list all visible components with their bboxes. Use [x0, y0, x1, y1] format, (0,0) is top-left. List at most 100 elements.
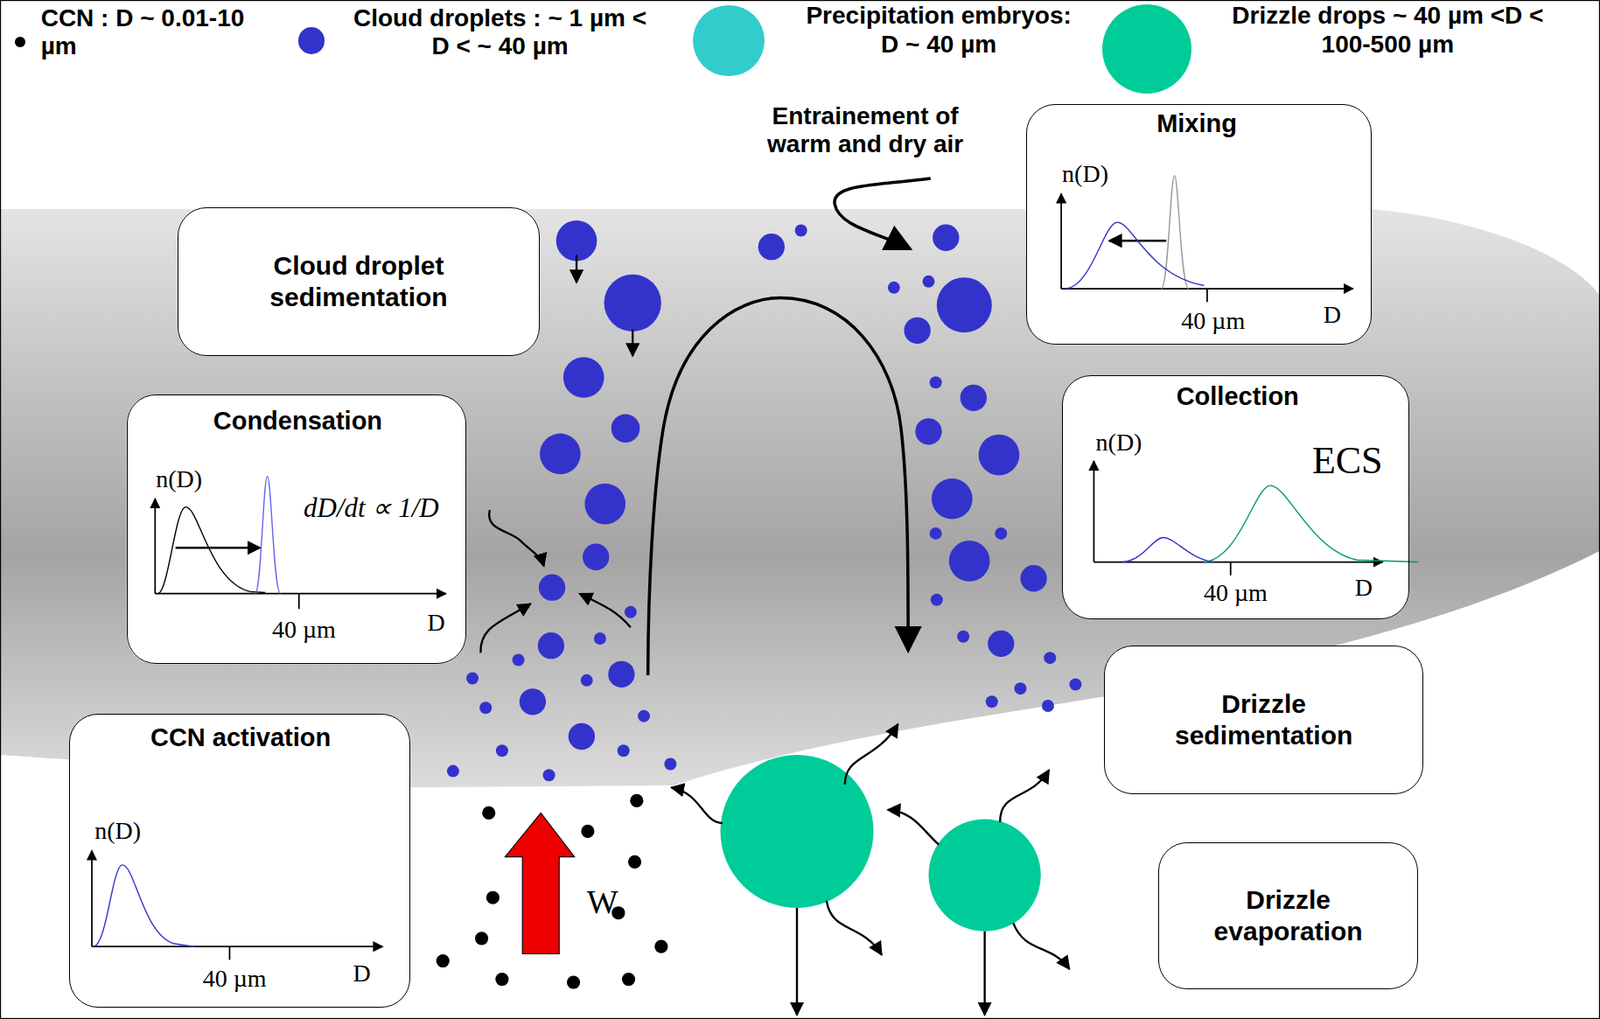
cloud-droplet: [929, 527, 943, 540]
axis-label: D: [1355, 573, 1373, 602]
legend-swatch: [1102, 4, 1193, 95]
cloud-droplet: [537, 632, 565, 659]
drizzle-drops: [720, 754, 1042, 932]
legend-text: Precipitation embryos: D ~ 40 µm: [798, 1, 1079, 58]
ccn-particle: [436, 954, 450, 968]
cloud-droplet: [663, 757, 677, 770]
cloud-droplet: [512, 654, 525, 667]
ccn-particle: [495, 972, 509, 986]
ccn-particle: [482, 806, 496, 820]
cloud-droplet: [903, 317, 930, 344]
ccn-particle: [654, 940, 668, 954]
cloud-droplet: [949, 540, 991, 582]
axis-label: D: [352, 959, 371, 988]
cloud-droplet: [580, 674, 594, 687]
cloud-droplet: [637, 710, 650, 723]
cloud-droplet: [994, 527, 1007, 540]
tick-label: 40 µm: [1180, 307, 1245, 336]
tick-label: 40 µm: [1203, 579, 1268, 608]
panel-heading: Condensation: [213, 406, 383, 436]
ccn-particle: [628, 855, 642, 869]
process-label: Drizzle sedimentation: [1162, 688, 1366, 752]
process-box: CCN activation n(D) 40 µm D: [69, 713, 411, 1008]
cloud-droplet: [611, 413, 641, 443]
process-box: Mixing n(D) 40 µm D: [1026, 104, 1371, 345]
cloud-droplet: [887, 281, 901, 294]
cloud-droplet: [985, 695, 999, 708]
cloud-droplet: [929, 376, 943, 389]
panel-heading: CCN activation: [150, 723, 331, 753]
ccn-particle: [486, 891, 500, 905]
cloud-droplet: [795, 224, 808, 238]
ccn-particle: [621, 972, 636, 986]
process-box: Collection n(D) ECS 40 µm D: [1062, 375, 1410, 620]
cloud-droplet: [978, 434, 1021, 476]
graph-axes: [91, 194, 1384, 961]
cloud-droplet: [617, 744, 630, 757]
process-box: Drizzle sedimentation: [1103, 645, 1424, 795]
cloud-droplet: [922, 275, 935, 288]
axis-label: n(D): [1096, 428, 1143, 457]
tick-label: 40 µm: [202, 964, 267, 993]
ecs-label: ECS: [1312, 439, 1384, 484]
process-label: Drizzle evaporation: [1201, 884, 1377, 948]
cloud-droplet: [1068, 678, 1082, 692]
cloud-droplet: [624, 606, 637, 619]
ccn-particle: [475, 931, 489, 945]
ccn-particle: [580, 824, 594, 839]
legend-text: Cloud droplets : ~ 1 µm < D < ~ 40 µm: [352, 4, 649, 61]
cloud-droplet: [447, 765, 460, 778]
cloud-droplet: [519, 688, 546, 715]
axis-label: D: [1323, 300, 1342, 329]
ccn-particle: [566, 975, 580, 989]
annotation: Entrainement of warm and dry air: [738, 102, 993, 159]
cloud-droplet: [931, 478, 973, 520]
cloud-droplet: [568, 723, 595, 750]
cloud-droplet: [479, 701, 492, 714]
cloud-droplet: [582, 544, 609, 571]
legend-text: Drizzle drops ~ 40 µm <D < 100-500 µm: [1212, 1, 1563, 58]
cloud-droplet: [936, 277, 993, 333]
cloud-droplet: [1041, 699, 1055, 713]
cloud-droplet: [607, 661, 635, 688]
cloud-droplet: [1020, 565, 1047, 592]
axis-label: n(D): [1062, 160, 1109, 189]
axis-label: n(D): [94, 817, 141, 846]
box-fills: [69, 104, 1424, 1008]
growth-formula: dD/dt ∝ 1/D: [303, 492, 440, 525]
cloud-droplet: [496, 744, 509, 757]
cloud-droplet: [539, 433, 581, 476]
cloud-droplet: [957, 630, 970, 643]
cloud-droplets: [447, 220, 1083, 782]
cloud-droplet: [604, 274, 662, 332]
process-box: Condensationn(D)dD/dt ∝ 1/D40 µmD: [126, 394, 467, 664]
cloud-droplet: [1013, 682, 1027, 695]
ccn-particles: [436, 794, 669, 990]
panel-heading: Mixing: [1156, 109, 1237, 139]
axis-label: D: [427, 608, 446, 637]
process-box: Drizzle evaporation: [1158, 842, 1419, 990]
cloud-droplet: [543, 768, 556, 782]
cloud-droplet: [932, 224, 959, 252]
cloud-droplet: [960, 384, 987, 412]
process-arrows: [480, 178, 1069, 1015]
legend-swatch: [14, 36, 26, 48]
cloud-droplet: [563, 356, 605, 399]
ccn-particle: [629, 794, 643, 808]
cloud-droplet: [466, 672, 479, 685]
updraft-arrow: [504, 812, 574, 954]
velocity-label: W: [586, 883, 619, 923]
process-box: Cloud droplet sedimentation: [177, 207, 540, 357]
cloud-droplet: [593, 632, 607, 645]
cloud-droplet: [915, 418, 942, 445]
cloud-droplet: [987, 630, 1014, 657]
legend-swatch: [298, 27, 325, 54]
legend-swatch: [692, 5, 765, 77]
cloud-droplet: [584, 483, 626, 525]
cloud-droplet: [538, 574, 566, 601]
axis-label: n(D): [155, 465, 203, 494]
cloud-droplet: [930, 593, 944, 607]
panel-heading: Collection: [1176, 382, 1300, 412]
